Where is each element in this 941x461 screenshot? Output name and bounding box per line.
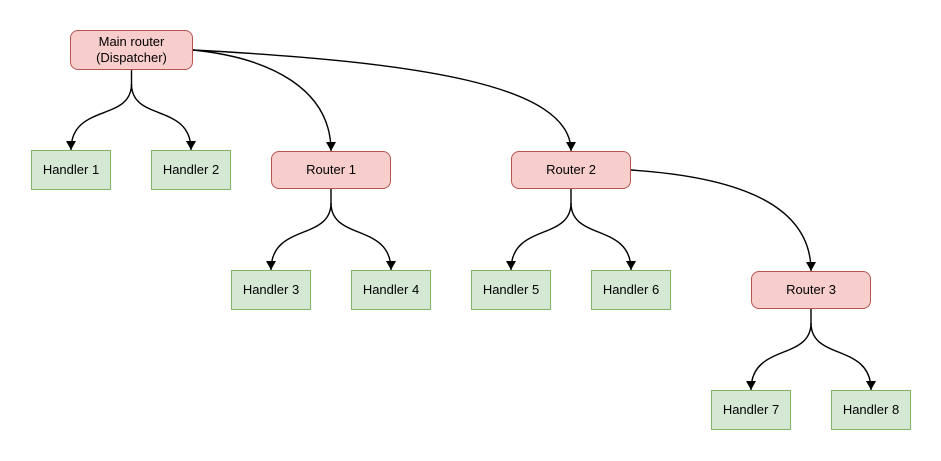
edge-router1-to-handler-3 — [266, 202, 332, 271]
node-router-3: Router 3 — [751, 271, 871, 309]
edge-main-to-router-1 — [192, 49, 336, 152]
node-router-2: Router 2 — [511, 151, 631, 189]
node-router-1: Router 1 — [271, 151, 391, 189]
edge-main-to-handler-1 — [66, 83, 133, 151]
edge-router2-to-handler-6 — [570, 202, 636, 271]
edge-router3-to-handler-8 — [810, 322, 876, 391]
node-handler-1: Handler 1 — [31, 150, 111, 190]
node-handler-6: Handler 6 — [591, 270, 671, 310]
edge-main-to-router-2 — [192, 49, 576, 152]
node-handler-8: Handler 8 — [831, 390, 911, 430]
node-handler-5: Handler 5 — [471, 270, 551, 310]
node-main-router: Main router (Dispatcher) — [70, 30, 193, 70]
edge-router1-to-handler-4 — [330, 202, 396, 271]
node-handler-3: Handler 3 — [231, 270, 311, 310]
edge-router3-to-handler-7 — [746, 322, 812, 391]
edge-router2-to-handler-5 — [506, 202, 572, 271]
node-handler-2: Handler 2 — [151, 150, 231, 190]
edge-router2-to-router-3 — [630, 169, 816, 272]
node-handler-7: Handler 7 — [711, 390, 791, 430]
node-handler-4: Handler 4 — [351, 270, 431, 310]
edge-main-to-handler-2 — [130, 83, 196, 151]
